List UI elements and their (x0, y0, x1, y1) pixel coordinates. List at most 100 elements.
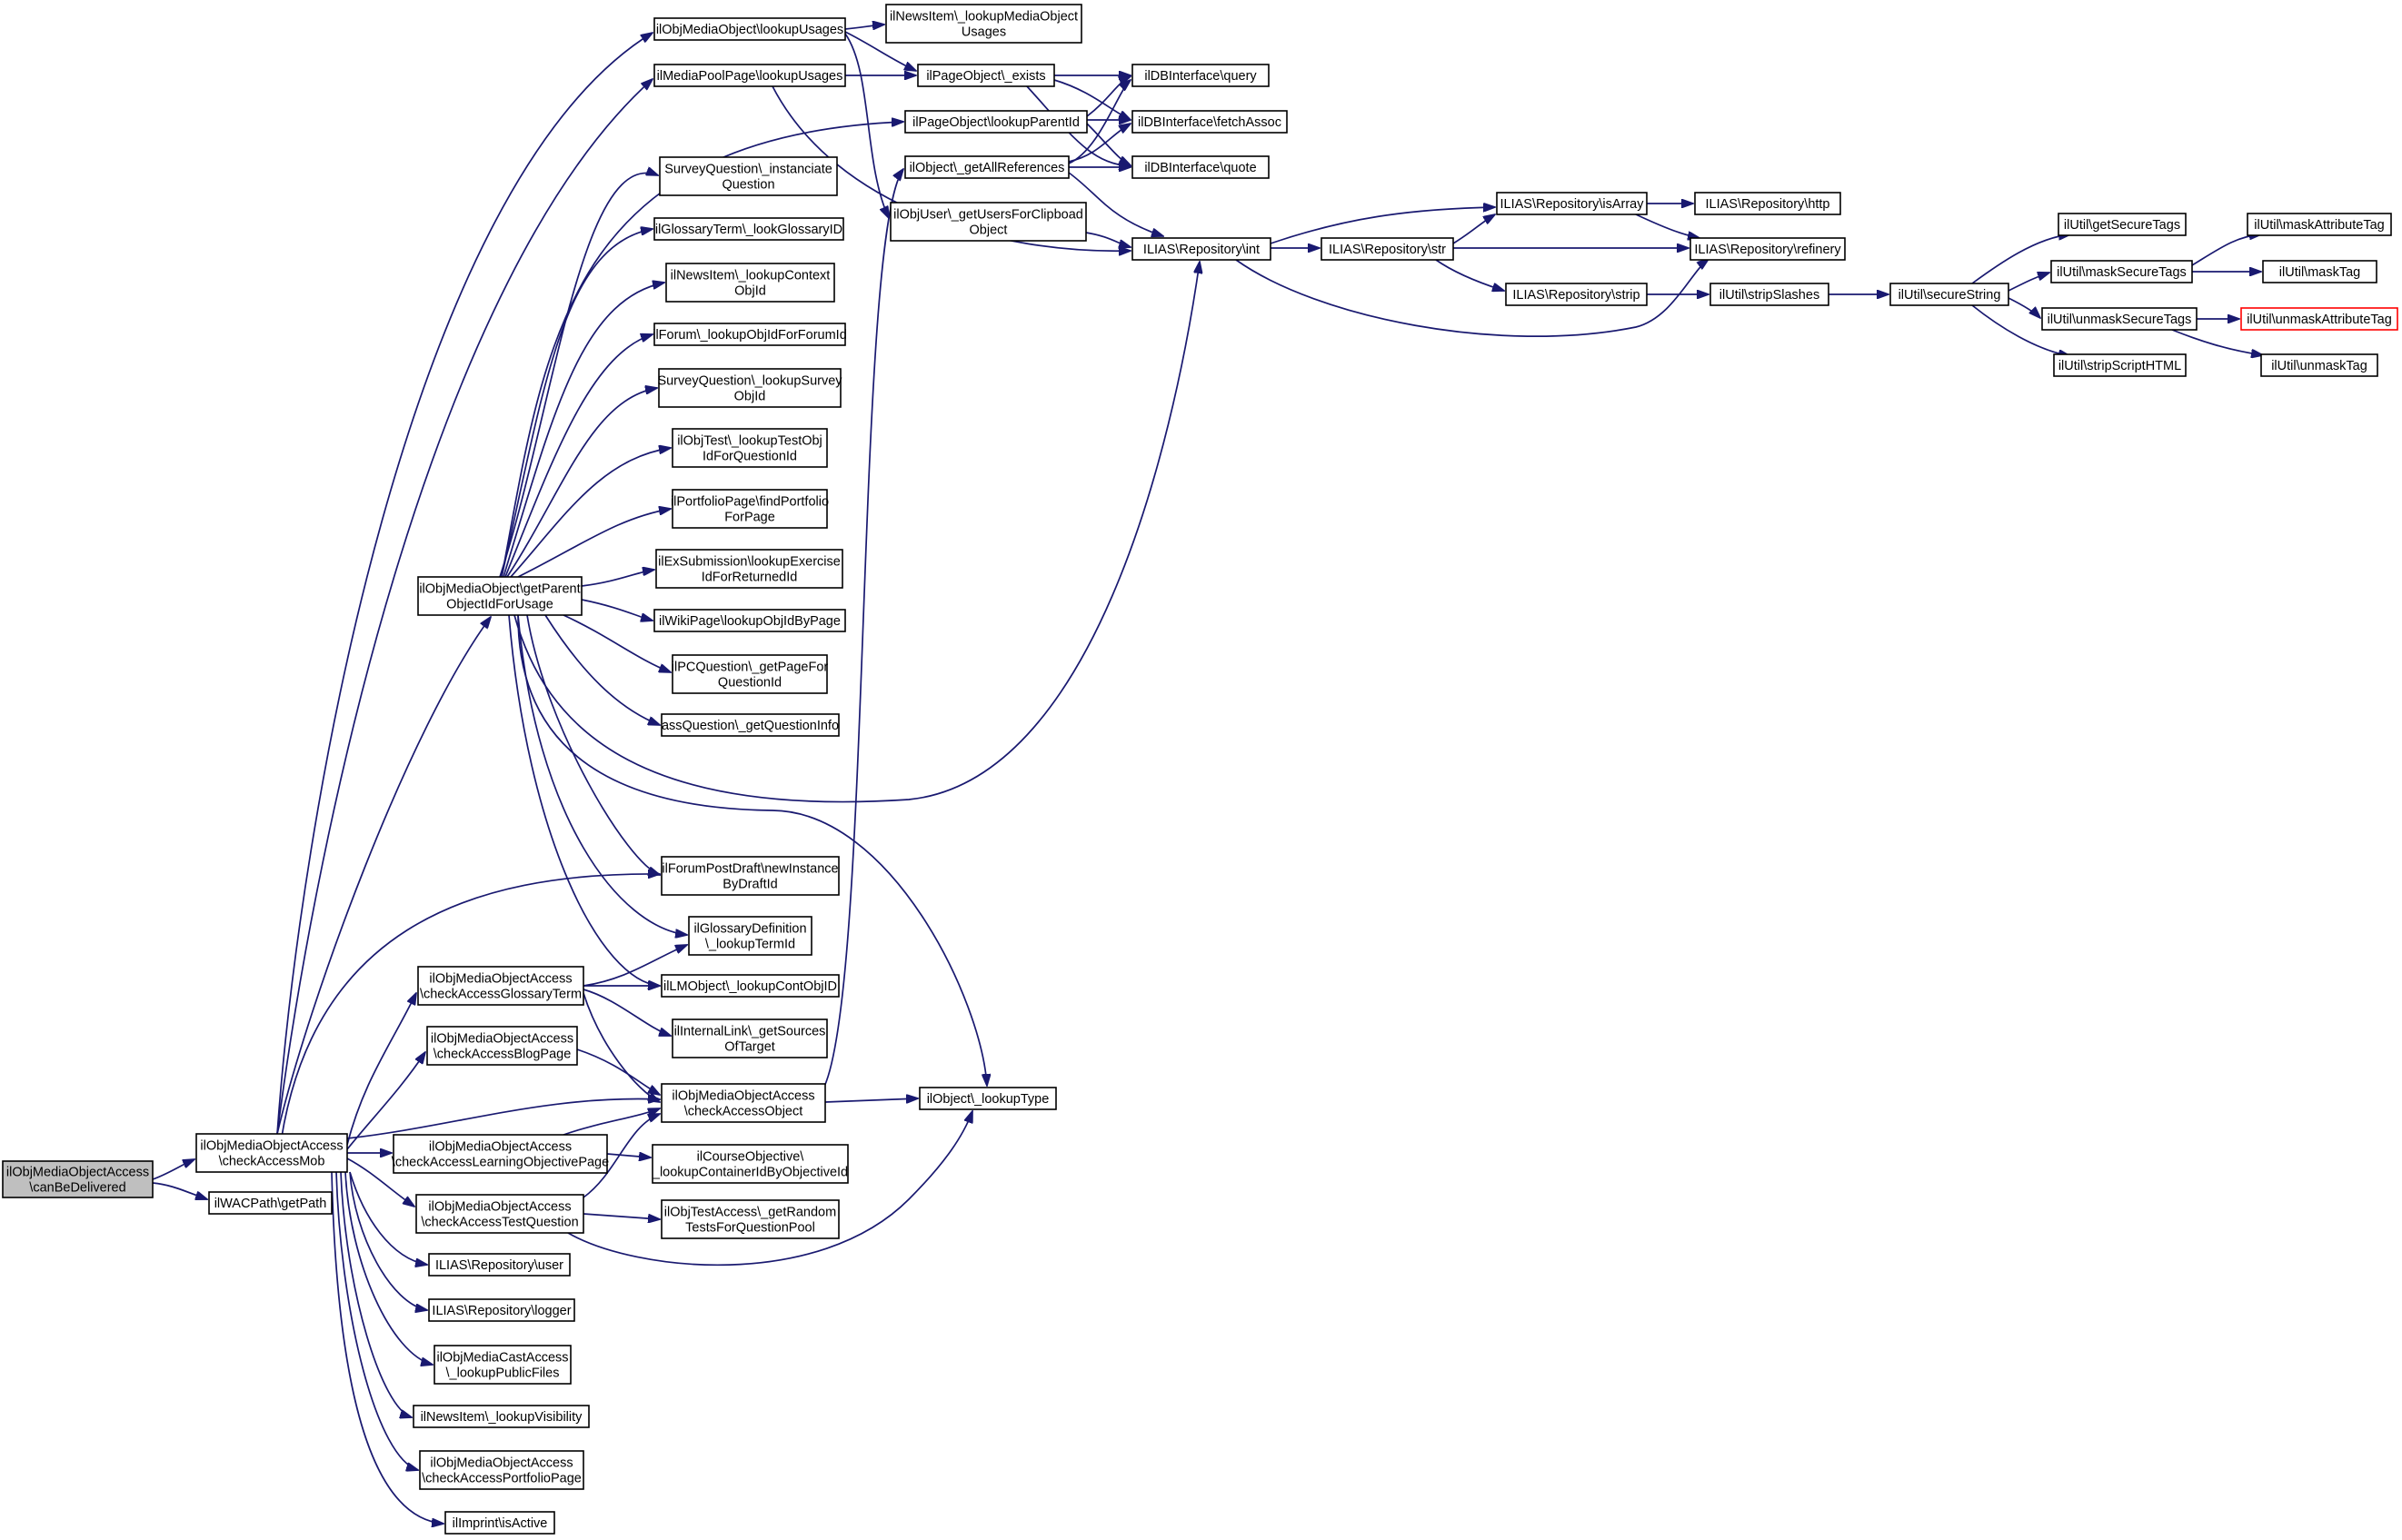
node-stripScriptHTML[interactable]: ilUtil\stripScriptHTML (2053, 353, 2187, 377)
node-courseObjectiveLookup[interactable]: ilCourseObjective\_lookupContainerIdByOb… (652, 1144, 849, 1184)
node-secureString[interactable]: ilUtil\secureString (1889, 283, 2009, 306)
node-unmaskAttributeTag[interactable]: ilUtil\unmaskAttributeTag (2240, 307, 2398, 331)
edge-arrow (1971, 234, 2070, 284)
node-lookupUsages[interactable]: ilObjMediaObject\lookupUsages (653, 17, 846, 41)
node-repoRefinery[interactable]: ILIAS\Repository\refinery (1689, 237, 1846, 261)
node-label: ilCourseObjective\ (697, 1150, 805, 1165)
edge-arrow (2008, 273, 2049, 292)
node-checkAccessObject[interactable]: ilObjMediaObjectAccess\checkAccessObject (661, 1083, 826, 1123)
node-label: ilObjMediaObjectAccess (428, 1200, 571, 1215)
edge-arrow (346, 1052, 425, 1150)
node-box (659, 156, 838, 196)
edge-arrow (583, 992, 660, 1102)
node-box (672, 1018, 828, 1058)
node-label: SurveyQuestion\_instanciate (664, 163, 832, 177)
node-label: ilUtil\maskSecureTags (2057, 265, 2187, 280)
node-repoInt[interactable]: ILIAS\Repository\int (1131, 237, 1271, 261)
node-unmaskSecureTags[interactable]: ilUtil\unmaskSecureTags (2041, 307, 2198, 331)
node-getSecureTags[interactable]: ilUtil\getSecureTags (2058, 213, 2187, 236)
edge-arrow (152, 1159, 194, 1180)
node-label: ilObjMediaObjectAccess (6, 1166, 149, 1180)
node-dbQuery[interactable]: ilDBInterface\query (1131, 64, 1270, 87)
node-checkAccessTestQuestion[interactable]: ilObjMediaObjectAccess\checkAccessTestQu… (415, 1194, 584, 1234)
node-layer: ilObjMediaObjectAccess\canBeDeliveredilO… (2, 4, 2398, 1535)
edge-arrow (517, 614, 687, 935)
node-forumLookupObjId[interactable]: ilForum\_lookupObjIdForForumId (653, 323, 847, 346)
node-unmaskTag[interactable]: ilUtil\unmaskTag (2260, 353, 2378, 377)
node-box (653, 17, 846, 41)
node-imprintIsActive[interactable]: ilImprint\isActive (444, 1511, 555, 1535)
node-glossaryLookGlossaryID[interactable]: ilGlossaryTerm\_lookGlossaryID (653, 217, 844, 241)
node-repoHttp[interactable]: ILIAS\Repository\http (1694, 192, 1841, 215)
node-mediaCastLookup[interactable]: ilObjMediaCastAccess\_lookupPublicFiles (434, 1345, 572, 1385)
node-label: ilObjMediaObjectAccess (431, 1032, 573, 1047)
node-box (2058, 213, 2187, 236)
edge-arrow (1026, 85, 1131, 166)
edge-arrow (2171, 329, 2263, 355)
node-box (2050, 260, 2193, 283)
node-assQuestionInfo[interactable]: assQuestion\_getQuestionInfo (661, 713, 840, 737)
node-repoStrip[interactable]: ILIAS\Repository\strip (1505, 283, 1648, 306)
edge-arrow (508, 614, 660, 986)
node-pageExists[interactable]: ilPageObject\_exists (917, 64, 1055, 87)
node-objectLookupType[interactable]: ilObject\_lookupType (919, 1087, 1057, 1110)
node-repoUser[interactable]: ILIAS\Repository\user (428, 1253, 571, 1277)
node-repoStr[interactable]: ILIAS\Repository\str (1321, 237, 1454, 261)
edge-arrow (583, 1213, 660, 1219)
node-label: SurveyQuestion\_lookupSurvey (657, 374, 842, 389)
node-checkAccessLOPage[interactable]: ilObjMediaObjectAccess\checkAccessLearni… (392, 1134, 609, 1174)
node-getParentObjectIdForUsage[interactable]: ilObjMediaObject\getParentObjectIdForUsa… (417, 576, 583, 616)
node-getPath[interactable]: ilWACPath\getPath (208, 1191, 333, 1215)
node-maskTag[interactable]: ilUtil\maskTag (2262, 260, 2377, 283)
node-label: ilObject\_getAllReferences (910, 161, 1065, 175)
node-glossaryDefLookupTermId[interactable]: ilGlossaryDefinition\_lookupTermId (688, 916, 812, 956)
node-label: ilInternalLink\_getSources (674, 1025, 826, 1039)
node-wikiLookup[interactable]: ilWikiPage\lookupObjIdByPage (653, 609, 846, 632)
node-getAllReferences[interactable]: ilObject\_getAllReferences (904, 155, 1070, 179)
node-mpLookupUsages[interactable]: ilMediaPoolPage\lookupUsages (653, 64, 846, 87)
node-checkAccessMob[interactable]: ilObjMediaObjectAccess\checkAccessMob (195, 1133, 348, 1173)
edge-arrow (1068, 80, 1131, 164)
node-label: ilDBInterface\quote (1144, 161, 1256, 175)
node-label: ilObject\_lookupType (927, 1092, 1050, 1107)
node-label: ilUtil\unmaskTag (2271, 359, 2367, 373)
edge-arrow (544, 614, 660, 725)
node-box (904, 155, 1070, 179)
node-exSubmissionLookup[interactable]: ilExSubmission\lookupExerciseIdForReturn… (655, 549, 843, 589)
node-repoLogger[interactable]: ILIAS\Repository\logger (428, 1298, 575, 1322)
node-root[interactable]: ilObjMediaObjectAccess\canBeDelivered (2, 1160, 154, 1198)
node-checkAccessGlossaryTerm[interactable]: ilObjMediaObjectAccess\checkAccessGlossa… (417, 966, 584, 1006)
node-dbQuote[interactable]: ilDBInterface\quote (1131, 155, 1270, 179)
node-testAccessGetRandom[interactable]: ilObjTestAccess\_getRandomTestsForQuesti… (661, 1199, 840, 1239)
node-maskAttributeTag[interactable]: ilUtil\maskAttributeTag (2247, 213, 2392, 236)
node-dbFetchAssoc[interactable]: ilDBInterface\fetchAssoc (1131, 110, 1288, 134)
node-lmLookupContObjID[interactable]: ilLMObject\_lookupContObjID (661, 974, 840, 998)
node-box (672, 428, 828, 468)
node-maskSecureTags[interactable]: ilUtil\maskSecureTags (2050, 260, 2193, 283)
edge-arrow (583, 1114, 660, 1198)
node-repoIsArray[interactable]: ILIAS\Repository\isArray (1496, 192, 1648, 215)
node-checkAccessBlogPage[interactable]: ilObjMediaObjectAccess\checkAccessBlogPa… (426, 1026, 578, 1066)
node-newsLookupVisibility[interactable]: ilNewsItem\_lookupVisibility (413, 1405, 590, 1428)
edge-arrow (1971, 304, 2070, 356)
node-label: ilMediaPoolPage\lookupUsages (657, 69, 843, 84)
node-label: \checkAccessGlossaryTerm (420, 988, 582, 1002)
node-box (417, 966, 584, 1006)
node-pageLookupParentId[interactable]: ilPageObject\lookupParentId (904, 110, 1088, 134)
node-stripSlashes[interactable]: ilUtil\stripSlashes (1709, 283, 1829, 306)
node-box (428, 1298, 575, 1322)
node-box (919, 1087, 1057, 1110)
node-checkAccessPortfolioPage[interactable]: ilObjMediaObjectAccess\checkAccessPortfo… (419, 1450, 584, 1490)
edge-arrow (349, 1171, 427, 1310)
